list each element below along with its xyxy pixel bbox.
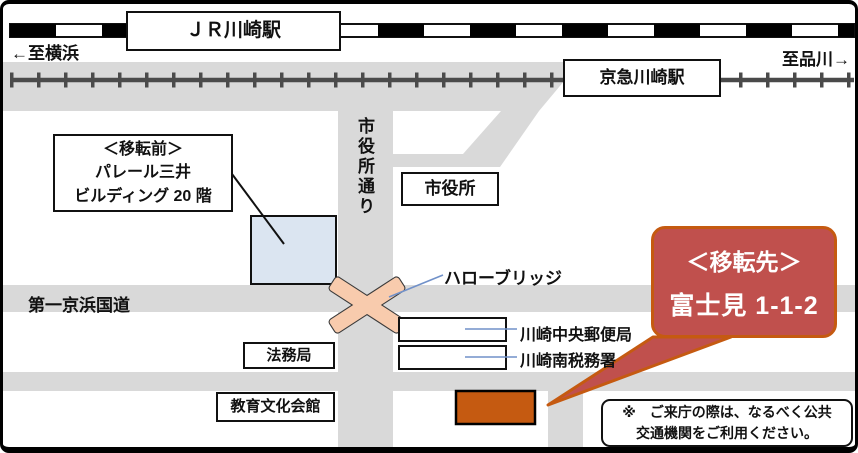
hello-bridge-shape — [328, 276, 406, 334]
education-culture-hall-label: 教育文化会館 — [230, 398, 321, 416]
central-post-office-label: 川崎中央郵便局 — [520, 327, 633, 344]
city-hall-label: 市役所 — [424, 178, 476, 198]
shiyakusho-dori-road-label: 市役所通り — [355, 117, 374, 217]
jr-kawasaki-station-label: ＪＲ川崎駅 — [185, 20, 281, 42]
education-culture-hall-box: 教育文化会館 — [216, 392, 335, 422]
old-location-box: ＜移転前＞ パレール三井 ビルディング 20 階 — [53, 134, 233, 212]
old-building-rect — [250, 215, 337, 285]
new-location-line2: 富士見 1-1-2 — [669, 291, 819, 320]
new-building-rect — [454, 389, 537, 426]
hello-bridge-label: ハローブリッジ — [444, 269, 562, 288]
legal-affairs-bureau-box: 法務局 — [243, 342, 335, 369]
south-tax-office-label: 川崎南税務署 — [520, 353, 617, 370]
keikyu-kawasaki-station-label: 京急川崎駅 — [599, 67, 685, 87]
road-band-upper — [3, 62, 580, 111]
new-location-callout: ＜移転先＞ 富士見 1-1-2 — [651, 226, 837, 338]
to-yokohama-label: ←至横浜 — [11, 44, 79, 63]
hello-bridge-connector-line — [388, 274, 444, 298]
note-line1: ※ ご来庁の際は、なるべく公共 — [622, 404, 832, 420]
city-hall-box: 市役所 — [401, 172, 499, 206]
daiichi-keihin-road-label: 第一京浜国道 — [28, 296, 130, 315]
old-location-line3: ビルディング 20 階 — [74, 187, 212, 205]
to-shinagawa-label: 至品川→ — [782, 50, 850, 69]
old-location-line2: パレール三井 — [94, 164, 191, 182]
old-location-line1: ＜移転前＞ — [102, 141, 183, 159]
road-lower — [3, 372, 855, 391]
note-line2: 交通機関をご利用ください。 — [636, 425, 818, 441]
road-diagonal — [393, 111, 539, 167]
legal-affairs-bureau-label: 法務局 — [266, 346, 312, 364]
keikyu-kawasaki-station-box: 京急川崎駅 — [563, 59, 721, 97]
new-location-line1: ＜移転先＞ — [686, 248, 802, 275]
jr-kawasaki-station-box: ＪＲ川崎駅 — [126, 11, 341, 51]
old-location-pointer-line — [231, 173, 285, 245]
public-transport-note-box: ※ ご来庁の際は、なるべく公共 交通機関をご利用ください。 — [601, 399, 853, 447]
